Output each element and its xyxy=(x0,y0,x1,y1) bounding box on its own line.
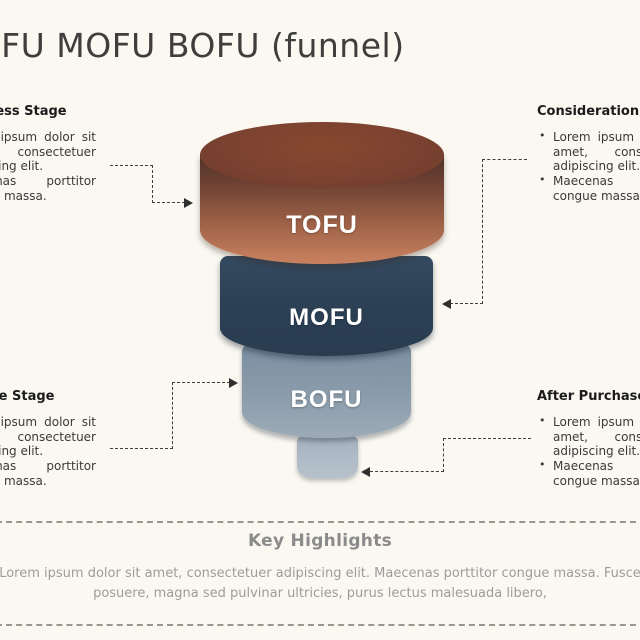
dashed-connector-purchase xyxy=(172,382,230,383)
arrowhead-left-icon xyxy=(361,467,370,477)
dashed-connector-awareness xyxy=(152,202,185,203)
bullet-item: • Maecenas porttitor congue massa. xyxy=(537,457,640,488)
bullet-text: Maecenas porttitor congue massa. xyxy=(0,458,96,488)
dashed-connector-after-purchase xyxy=(443,438,444,472)
bullet-item: •Lorem ipsum dolor sit amet, consectetue… xyxy=(0,130,96,174)
funnel-label-bofu: BOFU xyxy=(290,386,363,413)
key-highlights-title: Key Highlights xyxy=(247,531,393,551)
bullet-text: Maecenas porttitor congue massa. xyxy=(0,173,96,203)
funnel-section-mofu xyxy=(220,256,433,356)
stage-heading: After Purchase Stage xyxy=(537,389,640,404)
dashed-connector-after-purchase xyxy=(370,471,444,472)
bullet-marker-icon: • xyxy=(539,172,546,186)
bullet-text: Lorem ipsum dolor sit amet, consectetuer… xyxy=(0,415,96,459)
stage-block-awareness: Awareness Stage •Lorem ipsum dolor sit a… xyxy=(0,104,110,203)
stage-block-consideration: Consideration Stage • Lorem ipsum dolor s… xyxy=(537,104,640,203)
arrowhead-left-icon xyxy=(442,299,451,309)
arrowhead-right-icon xyxy=(184,198,193,208)
dashed-connector-consideration xyxy=(450,303,483,304)
bullet-marker-icon: • xyxy=(539,129,546,142)
bullet-item: •Lorem ipsum dolor sit amet, consectetue… xyxy=(0,415,96,459)
funnel-label-mofu: MOFU xyxy=(289,304,364,331)
arrowhead-right-icon xyxy=(229,378,238,388)
dashed-divider-bottom xyxy=(0,624,640,626)
funnel-top-ellipse xyxy=(200,122,444,188)
dashed-connector-purchase xyxy=(172,382,173,449)
dashed-divider-top xyxy=(0,521,640,523)
stage-block-purchase: Purchase Stage •Lorem ipsum dolor sit am… xyxy=(0,389,110,488)
bullet-item: • Lorem ipsum dolor sit amet, consectetue… xyxy=(537,414,640,459)
bullet-marker-icon: • xyxy=(539,414,546,427)
bullet-text: Maecenas porttitor congue massa. xyxy=(553,173,640,203)
dashed-connector-consideration xyxy=(482,159,483,304)
key-highlights-line2: posuere, magna sed pulvinar ultricies, p… xyxy=(93,586,547,601)
dashed-connector-after-purchase xyxy=(443,438,531,439)
stage-heading: Awareness Stage xyxy=(0,104,67,119)
bullet-text: Lorem ipsum dolor sit amet, consectetuer… xyxy=(0,130,96,174)
funnel-label-tofu: TOFU xyxy=(286,211,358,239)
bullet-item: •Maecenas porttitor congue massa. xyxy=(0,459,96,488)
dashed-connector-awareness xyxy=(110,165,153,166)
dashed-connector-consideration xyxy=(482,159,527,160)
funnel-section-bofu xyxy=(242,344,411,438)
dashed-connector-awareness xyxy=(152,165,153,203)
bullet-text: Maecenas porttitor congue massa. xyxy=(553,458,640,488)
bullet-item: • Lorem ipsum dolor sit amet, consectetue… xyxy=(537,129,640,174)
stage-heading: Purchase Stage xyxy=(0,389,55,404)
stage-block-after-purchase: After Purchase Stage • Lorem ipsum dolor … xyxy=(537,389,640,488)
funnel-stem xyxy=(297,436,358,478)
page-title: TOFU MOFU BOFU (funnel) xyxy=(0,26,405,65)
bullet-item: •Maecenas porttitor congue massa. xyxy=(0,174,96,203)
key-highlights-line1: Lorem ipsum dolor sit amet, consectetuer… xyxy=(0,566,640,581)
key-highlights-text: Lorem ipsum dolor sit amet, consectetuer… xyxy=(0,564,640,604)
bullet-item: • Maecenas porttitor congue massa. xyxy=(537,172,640,203)
dashed-connector-purchase xyxy=(110,448,173,449)
bullet-text: Lorem ipsum dolor sit amet, consectetuer… xyxy=(553,130,640,174)
stage-heading: Consideration Stage xyxy=(537,104,640,119)
bullet-text: Lorem ipsum dolor sit amet, consectetuer… xyxy=(553,415,640,459)
bullet-marker-icon: • xyxy=(539,457,546,471)
